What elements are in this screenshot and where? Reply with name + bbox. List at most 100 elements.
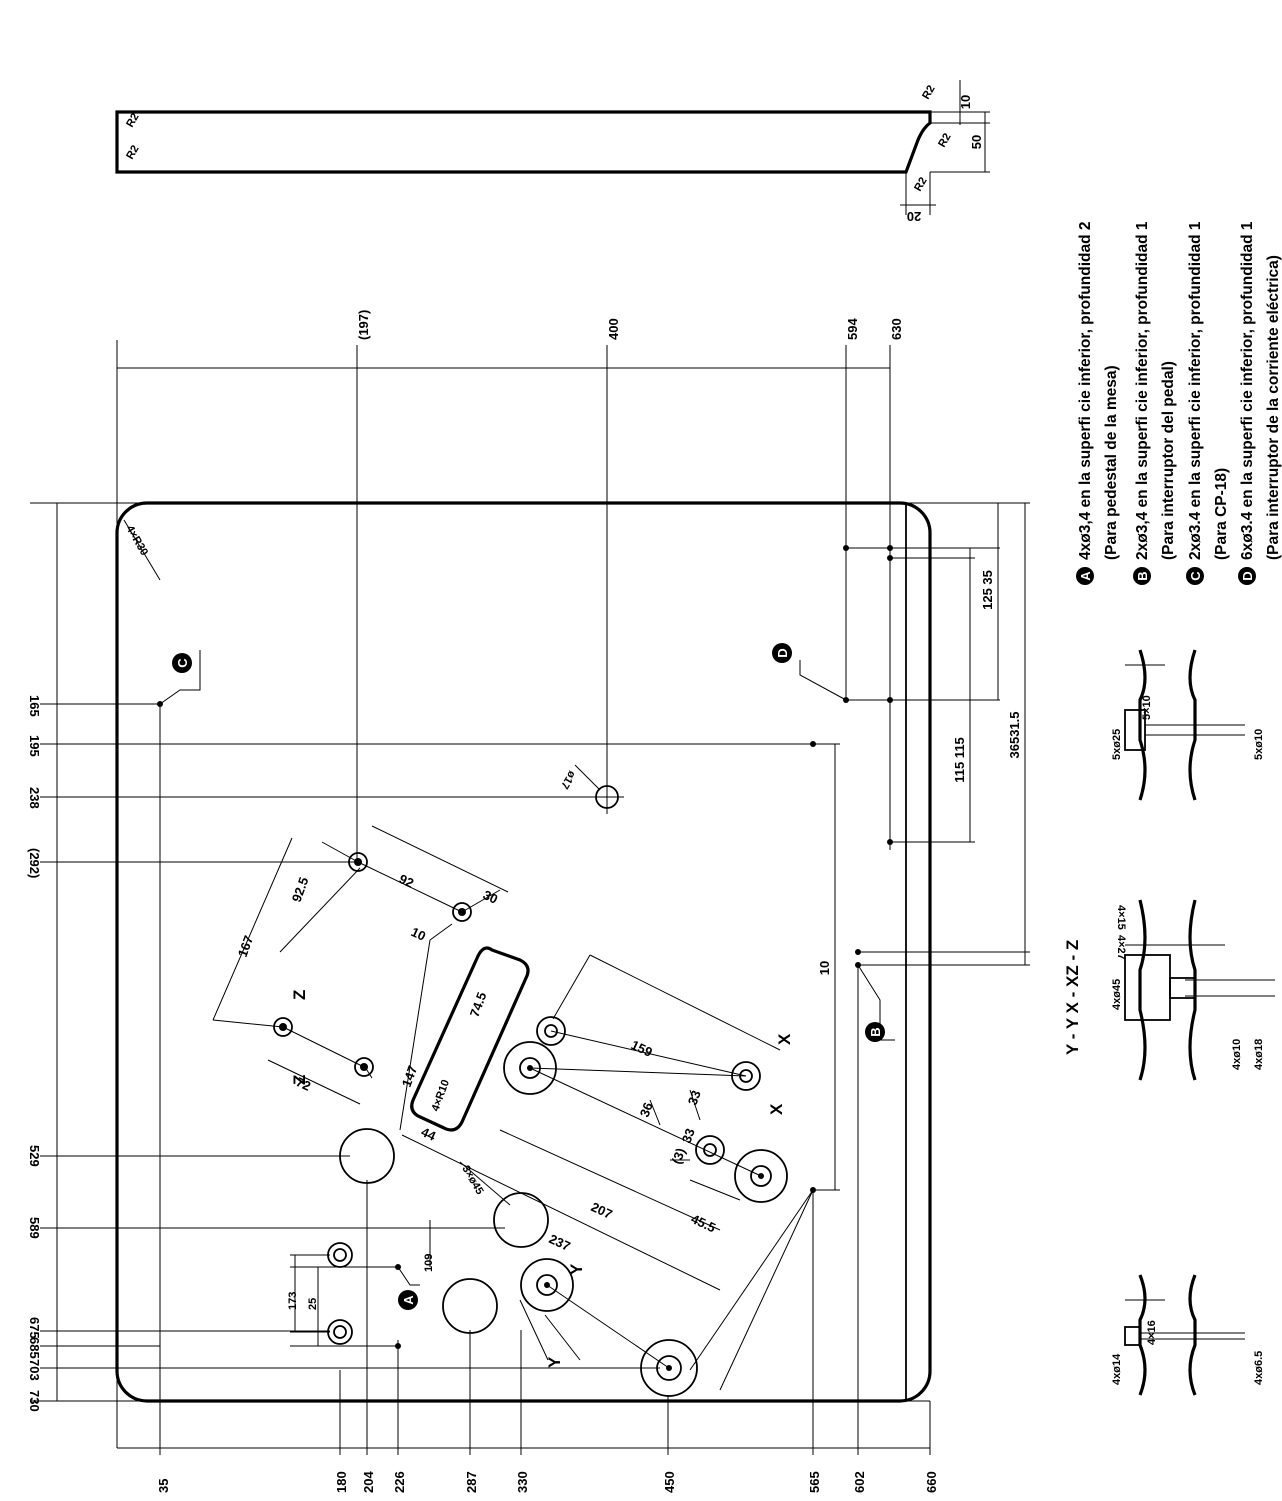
right-dim-36531: 36531.5	[1007, 712, 1022, 759]
section-right-d2: 5xø10	[1253, 729, 1265, 760]
marker-d: D	[775, 648, 790, 657]
bottom-dim-330: 330	[515, 1471, 530, 1493]
section-right-top: 5×10	[1141, 695, 1153, 720]
left-dim-730: 730	[27, 1390, 42, 1412]
inner-dim-36: 36	[637, 1100, 656, 1119]
c-hole: C	[157, 650, 201, 707]
side-profile: R2 R2 R2 R2 R2 10 50 20	[115, 80, 990, 224]
side-r2-c: R2	[920, 83, 937, 101]
section-mark-z1: Z	[290, 990, 309, 1000]
section-left-d1: 4xø14	[1111, 1353, 1123, 1385]
side-r2-d: R2	[936, 131, 953, 149]
section-right-d1: 5xø25	[1111, 729, 1123, 760]
right-dim-125-35: 125 35	[980, 570, 995, 610]
bottom-dim-602: 602	[852, 1471, 867, 1493]
left-dim-703: 703	[27, 1359, 42, 1381]
top-dimension-lines: (197) 400 594 630	[116, 310, 904, 1448]
inner-dim-44: 44	[419, 1124, 439, 1144]
inner-dim-30: 30	[481, 887, 500, 907]
large-holes: 3×ø45	[339, 1128, 549, 1334]
large-hole-2	[493, 1192, 549, 1248]
inner-dim-72: 72	[294, 1074, 313, 1094]
section-left: 4×16 4xø14 4xø6.5	[1111, 1274, 1265, 1396]
note-c-marker: C	[1188, 571, 1203, 581]
left-dim-195: 195	[27, 735, 42, 757]
note-b-line1: 2xø3,4 en la superfi cie inferior, profu…	[1134, 221, 1151, 560]
note-a: A 4xø3,4 en la superfi cie inferior, pro…	[1076, 221, 1120, 585]
inner-dim-33b: 33	[679, 1126, 698, 1145]
left-dim-589: 589	[27, 1217, 42, 1239]
bottom-dim-565: 565	[807, 1471, 822, 1493]
inner-dim-159: 159	[629, 1037, 655, 1060]
side-r2-a: R2	[124, 111, 141, 129]
side-dim-50: 50	[969, 135, 984, 149]
note-d-line2: (Para interruptor de la corriente eléctr…	[1265, 255, 1282, 560]
section-mid-d3: 4xø18	[1253, 1039, 1265, 1070]
inner-dim-3: (3)	[669, 1146, 689, 1166]
d-holes: D	[772, 545, 893, 845]
a-holes: 173 25 109 A	[287, 1220, 435, 1349]
dim-360: 10	[810, 741, 840, 1193]
inner-dim-167: 167	[235, 934, 257, 960]
section-mark-y1: Y	[567, 1263, 586, 1275]
inner-dim-237: 237	[547, 1231, 573, 1254]
left-dim-292: (292)	[27, 848, 42, 878]
bottom-dim-287: 287	[464, 1471, 479, 1493]
section-right: 5×10 5xø25 5xø10	[1111, 649, 1265, 801]
left-dim-238: 238	[27, 787, 42, 809]
section-title: Y - Y X - XZ - Z	[1063, 940, 1082, 1055]
side-dim-20: 20	[907, 209, 921, 224]
hole-d17: ø17	[558, 764, 624, 814]
section-left-d2: 4xø6.5	[1253, 1351, 1265, 1385]
section-mid-d1: 4xø45	[1111, 979, 1123, 1010]
bottom-dim-180: 180	[334, 1471, 349, 1493]
left-dim-685: 685	[27, 1337, 42, 1359]
marker-b: B	[868, 1027, 883, 1036]
marker-c: C	[175, 658, 190, 668]
inner-dim-360: 10	[817, 961, 832, 975]
inner-dim-10: 10	[409, 924, 428, 944]
note-a-marker: A	[1078, 571, 1093, 581]
note-b-marker: B	[1135, 571, 1150, 580]
rotated-hole-pattern: 167 92.5 92 30 10 74.5 147 4×R10 72 44 1…	[212, 825, 814, 1397]
note-b: B 2xø3,4 en la superfi cie inferior, pro…	[1133, 221, 1177, 585]
left-dimension-lines: 165 195 238 (292) 529 589 675 685 703 73…	[27, 503, 815, 1412]
note-b-line2: (Para interruptor del pedal)	[1160, 361, 1177, 560]
side-dim-10: 10	[958, 95, 973, 109]
inner-dim-147: 147	[399, 1064, 421, 1090]
right-dim-115-115: 115 115	[952, 737, 967, 783]
note-a-line2: (Para pedestal de la mesa)	[1103, 365, 1120, 560]
section-mark-z2: Z	[290, 1075, 309, 1085]
section-mid-top2: 4×15	[1115, 905, 1127, 930]
bottom-dim-204: 204	[361, 1471, 376, 1493]
right-dimension-lines: 125 35 115 115 36531.5	[846, 503, 1030, 966]
section-mark-y2: Y	[545, 1356, 564, 1368]
rounded-slot	[410, 946, 530, 1132]
top-dim-400: 400	[606, 318, 621, 340]
marker-a: A	[401, 1295, 416, 1305]
inner-dim-74-5: 74.5	[467, 990, 490, 1019]
bottom-dim-450: 450	[662, 1471, 677, 1493]
inner-dim-92-5: 92.5	[289, 875, 312, 904]
section-views: Y - Y X - XZ - Z 4×16 4xø14 4xø6.5 4×27 …	[1063, 649, 1275, 1396]
inner-dim-33a: 33	[685, 1088, 704, 1107]
left-dim-529: 529	[27, 1145, 42, 1167]
note-a-line1: 4xø3,4 en la superfi cie inferior, profu…	[1077, 221, 1094, 560]
note-d: D 6xø3.4 en la superfi cie inferior, pro…	[1238, 221, 1282, 585]
section-mark-x2: X	[767, 1103, 786, 1115]
notes-block: A 4xø3,4 en la superfi cie inferior, pro…	[1076, 221, 1282, 585]
side-r2-b: R2	[124, 143, 141, 161]
a-dim-46-5: 25	[307, 1298, 319, 1310]
bottom-dim-660: 660	[924, 1471, 939, 1493]
section-mid: 4×27 4×15 4xø45 4xø10 4xø18	[1111, 899, 1275, 1081]
bottom-dim-226: 226	[392, 1471, 407, 1493]
note-d-marker: D	[1240, 571, 1255, 580]
section-mid-top: 4×27	[1115, 935, 1127, 960]
a-dim-63: 109	[423, 1254, 435, 1272]
note-c: C 2xø3.4 en la superfi cie inferior, pro…	[1186, 221, 1230, 585]
top-dim-630: 630	[889, 318, 904, 340]
section-mark-x1: X	[775, 1033, 794, 1045]
top-dim-594: 594	[845, 318, 860, 340]
left-dim-165: 165	[27, 695, 42, 717]
